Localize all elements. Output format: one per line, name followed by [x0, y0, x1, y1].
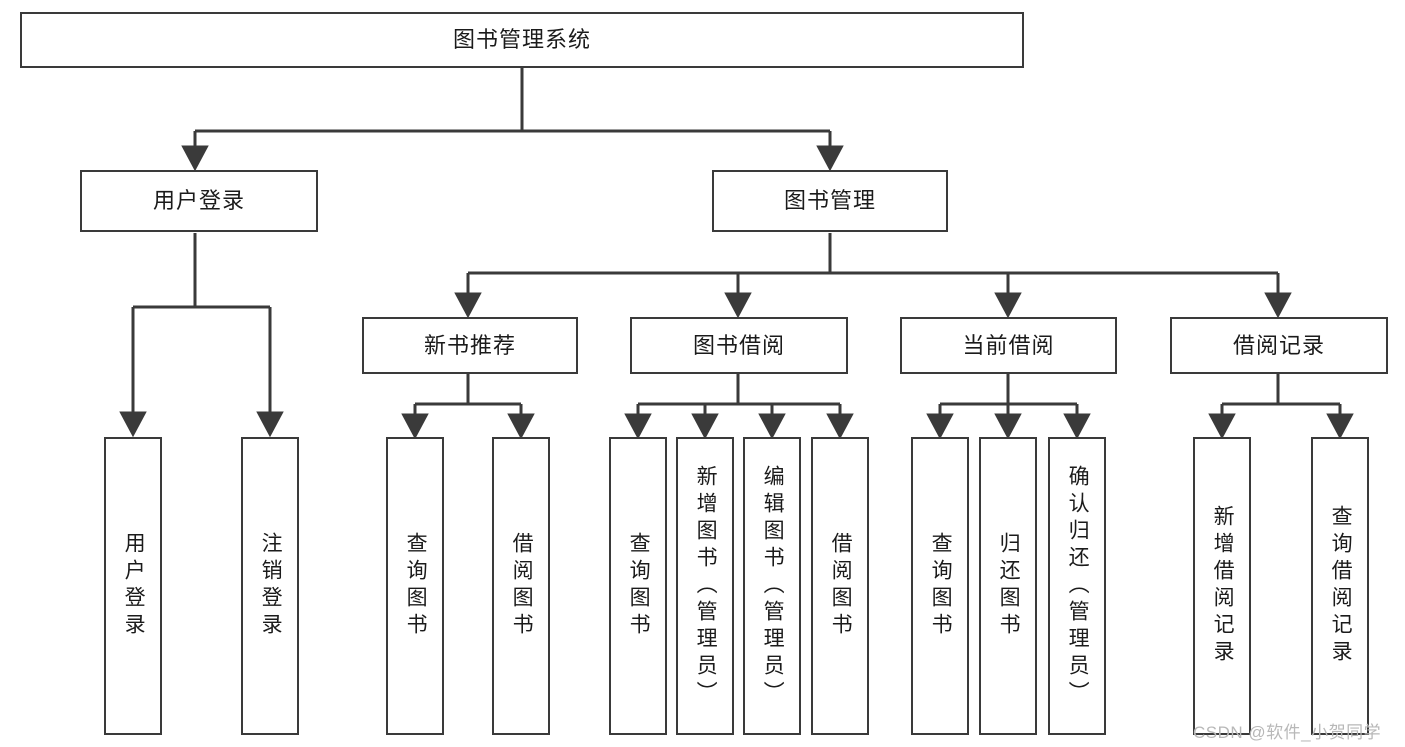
- node-label: 新增图书（管理员）: [694, 464, 718, 708]
- connector-lines: [119, 68, 1354, 440]
- node-label: 当前借阅: [962, 332, 1055, 358]
- node-leaf-borrow-book-recommend[interactable]: 借阅图书: [492, 437, 550, 735]
- node-label: 图书管理: [783, 188, 876, 214]
- node-leaf-query-book-recommend[interactable]: 查询图书: [386, 437, 444, 735]
- node-book-borrow[interactable]: 图书借阅: [630, 317, 848, 374]
- node-label: 归还图书: [997, 532, 1021, 640]
- node-label: 借阅图书: [510, 532, 534, 640]
- node-label: 借阅图书: [829, 532, 853, 640]
- node-label: 注销登录: [259, 532, 283, 640]
- node-label: 新增借阅记录: [1211, 505, 1235, 667]
- node-current-borrow[interactable]: 当前借阅: [900, 317, 1117, 374]
- node-leaf-borrow-book[interactable]: 借阅图书: [811, 437, 869, 735]
- node-leaf-confirm-return-admin[interactable]: 确认归还（管理员）: [1048, 437, 1106, 735]
- node-leaf-query-book-current[interactable]: 查询图书: [911, 437, 969, 735]
- node-label: 查询图书: [929, 532, 953, 640]
- node-label: 查询图书: [404, 532, 428, 640]
- node-label: 图书管理系统: [452, 27, 591, 53]
- node-label: 编辑图书（管理员）: [761, 464, 785, 708]
- node-label: 查询借阅记录: [1329, 505, 1353, 667]
- node-borrow-record[interactable]: 借阅记录: [1170, 317, 1388, 374]
- node-leaf-edit-book-admin[interactable]: 编辑图书（管理员）: [743, 437, 801, 735]
- node-label: 图书借阅: [692, 332, 785, 358]
- node-label: 用户登录: [122, 532, 146, 640]
- node-label: 查询图书: [627, 532, 651, 640]
- node-leaf-user-login[interactable]: 用户登录: [104, 437, 162, 735]
- node-book-management[interactable]: 图书管理: [712, 170, 948, 232]
- node-label: 借阅记录: [1232, 332, 1325, 358]
- node-leaf-add-borrow-record[interactable]: 新增借阅记录: [1193, 437, 1251, 735]
- node-label: 确认归还（管理员）: [1066, 464, 1090, 708]
- node-leaf-logout-login[interactable]: 注销登录: [241, 437, 299, 735]
- node-leaf-return-book[interactable]: 归还图书: [979, 437, 1037, 735]
- node-root-book-management-system[interactable]: 图书管理系统: [20, 12, 1024, 68]
- node-user-login[interactable]: 用户登录: [80, 170, 318, 232]
- node-leaf-query-borrow-record[interactable]: 查询借阅记录: [1311, 437, 1369, 735]
- node-new-book-recommend[interactable]: 新书推荐: [362, 317, 578, 374]
- node-leaf-add-book-admin[interactable]: 新增图书（管理员）: [676, 437, 734, 735]
- node-label: 新书推荐: [423, 332, 516, 358]
- node-leaf-query-book-borrow[interactable]: 查询图书: [609, 437, 667, 735]
- node-label: 用户登录: [152, 188, 245, 214]
